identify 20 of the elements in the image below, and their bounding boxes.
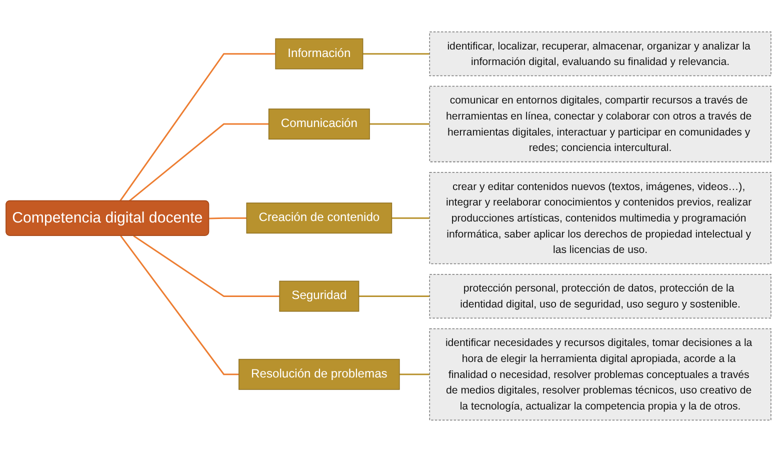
connector [392,217,430,219]
connector [128,123,269,202]
connector [209,217,247,220]
node-box: Información [275,38,364,70]
node-box: Creación de contenido [246,202,392,234]
node-box: Resolución de problemas [238,358,400,390]
connector [119,53,276,202]
connector [120,235,239,376]
node-box: comunicar en entornos digitales, compartir recursos a través de herramientas en línea, conectar y colaborar con otros a través de herramientas digitales, interactuar y participar en comunidades y redes; conciencia intercultural. [429,86,772,162]
node-box: crear y editar contenidos nuevos (textos, imágenes, videos…), integrar y reelaborar conocimientos y contenidos previos, realizar producciones artísticas, contenidos multimedia y programación informática, saber aplicar los derechos de propiedad intelectual y las licencias de uso. [429,172,772,264]
node-box: identificar, localizar, recuperar, almacenar, organizar y analizar la información digital, evaluando su finalidad y relevancia. [429,32,772,76]
connector [370,123,430,125]
node-box: Seguridad [279,280,360,312]
connector [358,295,430,297]
connector [133,235,280,297]
node-box: identificar necesidades y recursos digitales, tomar decisiones a la hora de elegir la herramienta digital apropiada, acorde a la finalidad o necesidad, resolver problemas conceptuales a través de medios digitales, resolver problemas técnicos, uso creativo de la tecnología, actualizar la competencia propia y la de otros. [429,328,772,420]
node-box: Comunicación [268,108,370,140]
connector [362,53,430,55]
connector [399,374,430,376]
node-box: protección personal, protección de datos, protección de la identidad digital, uso de seguridad, uso seguro y sostenible. [429,274,772,318]
